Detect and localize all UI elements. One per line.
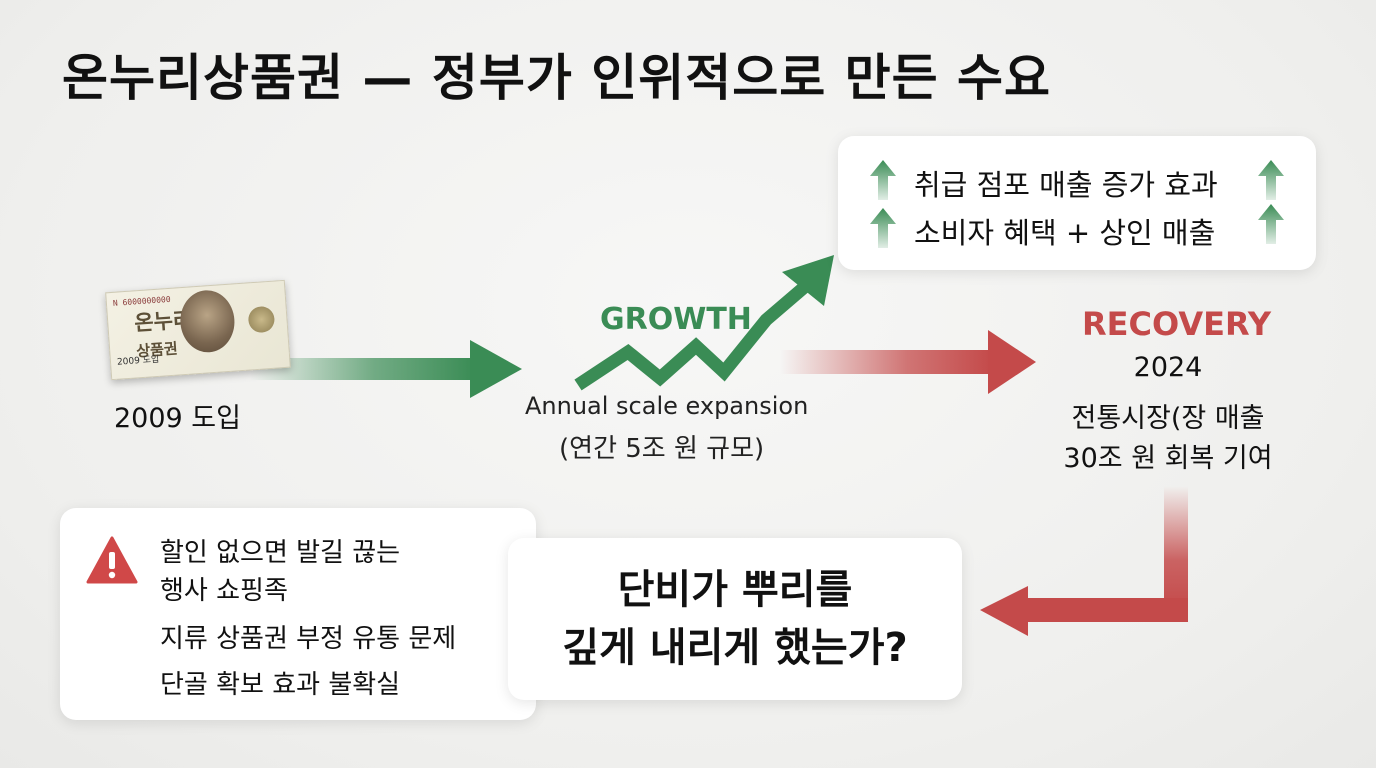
seal-icon	[247, 305, 276, 334]
intro-label: 2009 도입	[114, 403, 241, 434]
issue-item-1: 할인 없으면 발길 끊는	[160, 538, 401, 568]
return-arrow	[980, 486, 1188, 636]
recovery-year: 2024	[1133, 352, 1203, 383]
arrow-up-icon	[870, 208, 896, 248]
page-title: 온누리상품권 — 정부가 인위적으로 만든 수요	[62, 49, 1052, 107]
growth-caption-en: Annual scale expansion	[525, 392, 809, 420]
arrow-up-icon	[1258, 204, 1284, 244]
growth-label: GROWTH	[600, 302, 752, 337]
question-card: 단비가 뿌리를 깊게 내리게 했는가?	[508, 538, 962, 700]
issue-item-2: 행사 쇼핑족	[160, 576, 288, 606]
voucher-year: 2009 도입	[116, 354, 160, 368]
recovery-line-2: 30조 원 회복 기여	[1063, 443, 1273, 474]
intro-arrow	[250, 340, 522, 398]
issue-item-3: 지류 상품권 부정 유통 문제	[160, 624, 457, 654]
issue-item-4: 단골 확보 효과 불확실	[160, 670, 401, 700]
recovery-line-1: 전통시장(장 매출	[1071, 403, 1265, 434]
question-line-1: 단비가 뿌리를	[617, 567, 853, 613]
benefit-line-2: 소비자 혜택 + 상인 매출	[914, 216, 1216, 250]
question-line-2: 깊게 내리게 했는가?	[562, 625, 908, 671]
warning-triangle-icon	[86, 536, 138, 584]
issues-card: 할인 없으면 발길 끊는 행사 쇼핑족 지류 상품권 부정 유통 문제 단골 확…	[60, 508, 536, 720]
growth-caption-ko: (연간 5조 원 규모)	[559, 434, 765, 464]
arrow-up-icon	[870, 160, 896, 200]
benefit-line-1: 취급 점포 매출 증가 효과	[914, 168, 1218, 202]
benefit-card: 취급 점포 매출 증가 효과 소비자 혜택 + 상인 매출	[838, 136, 1316, 270]
recovery-arrow	[780, 330, 1036, 394]
recovery-label: RECOVERY	[1082, 305, 1272, 343]
arrow-up-icon	[1258, 160, 1284, 200]
